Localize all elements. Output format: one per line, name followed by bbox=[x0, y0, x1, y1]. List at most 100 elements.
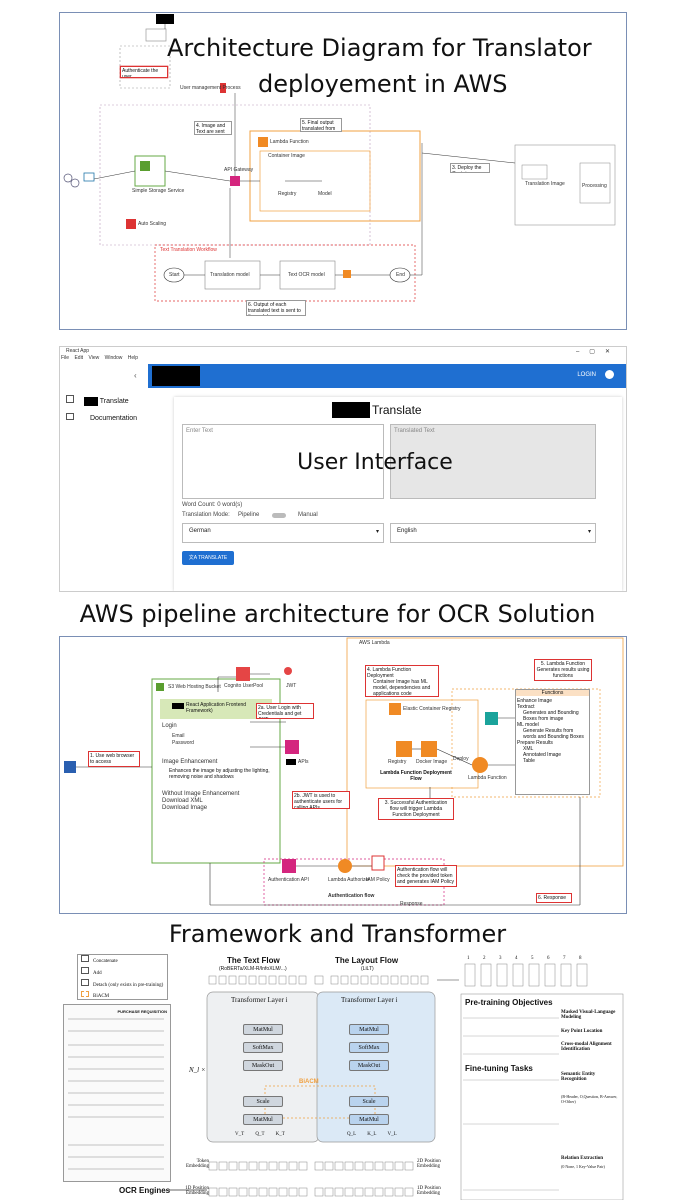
text-softmax: SoftMax bbox=[243, 1042, 283, 1053]
pos1d-label: 1D Position Embedding bbox=[185, 1186, 209, 1196]
objective-2: Key Point Location bbox=[561, 1029, 603, 1034]
account-icon[interactable] bbox=[605, 370, 614, 379]
menu-view[interactable]: View bbox=[88, 355, 100, 361]
translated-text-label: Translated Text bbox=[394, 428, 435, 434]
menu-edit[interactable]: Edit bbox=[74, 355, 84, 361]
auth-flow-label: Authentication flow bbox=[328, 893, 375, 899]
num-1: 1 bbox=[467, 956, 470, 961]
step6-box: 6. Response bbox=[536, 893, 572, 903]
ml-model-desc: Generate Results from words and Bounding… bbox=[523, 728, 584, 740]
menu-help[interactable]: Help bbox=[127, 355, 139, 361]
nl-label: N_l × bbox=[189, 1066, 206, 1074]
registry-label: Registry bbox=[388, 759, 407, 765]
redacted-api-name bbox=[286, 759, 296, 765]
end-label: End bbox=[396, 272, 405, 278]
mode-pipeline: Pipeline bbox=[238, 512, 260, 518]
menu-window[interactable]: Window bbox=[104, 355, 123, 361]
redacted-title bbox=[332, 402, 370, 418]
kl: K_L bbox=[367, 1132, 377, 1137]
jwt-key-icon bbox=[284, 667, 292, 675]
prep-table: Table bbox=[523, 758, 535, 764]
translate-button-label: TRANSLATE bbox=[198, 555, 228, 561]
legend-concat-icon bbox=[81, 955, 89, 962]
mode-label: Translation Mode: bbox=[182, 512, 230, 518]
layout-flow-title: The Layout Flow bbox=[335, 956, 399, 965]
window-title: React App bbox=[66, 348, 90, 354]
layout-matmul-top: MatMul bbox=[349, 1024, 389, 1035]
task-2-note: (0 None, 1 Key-Value Pair) bbox=[561, 1164, 605, 1169]
num-6: 6 bbox=[547, 956, 550, 961]
translation-image-label: Translation Image bbox=[525, 181, 565, 187]
vt: V_T bbox=[235, 1132, 245, 1137]
ui-screenshot-panel: React App File Edit View Window Help –▢✕… bbox=[59, 346, 627, 592]
legend-detach-icon bbox=[81, 979, 89, 986]
pos1d-right-label: 1D Position Embedding bbox=[417, 1186, 441, 1196]
doc-title: PURCHASE REQUISITION bbox=[117, 1009, 167, 1014]
step1-text: 1. Use web browser to access bbox=[90, 753, 135, 765]
login-button[interactable]: LOGIN bbox=[577, 372, 596, 378]
iam-policy-label: IAM Policy bbox=[366, 877, 390, 883]
collapse-chevron-icon[interactable]: ‹ bbox=[134, 371, 137, 380]
finetune-title: Fine-tuning Tasks bbox=[465, 1064, 533, 1073]
enter-text-area[interactable]: Enter Text bbox=[182, 424, 384, 499]
response-label: Response bbox=[400, 901, 423, 907]
step2b-box: 2b. JWT is used to authenticate users fo… bbox=[292, 791, 350, 809]
aws-lambda-label: AWS Lambda bbox=[359, 640, 390, 646]
auto-scaling-label: Auto Scaling bbox=[138, 221, 167, 227]
step4-box: 4. Lambda Function Deployment Container … bbox=[365, 665, 439, 697]
p4-heading: Framework and Transformer bbox=[168, 920, 507, 948]
num-4: 4 bbox=[515, 956, 518, 961]
target-language-select[interactable]: English ▾ bbox=[390, 523, 596, 543]
user-mgmt-label: User management Process bbox=[180, 85, 241, 91]
layers-icon bbox=[66, 413, 74, 420]
objective-3: Cross-modal Alignment Identification bbox=[561, 1042, 612, 1052]
legend-concat: Concatenate bbox=[93, 959, 118, 964]
num-5: 5 bbox=[531, 956, 534, 961]
react-app-header: React Application Frontend Framework) bbox=[160, 699, 272, 719]
mode-manual: Manual bbox=[298, 512, 318, 518]
sidebar-item-translate[interactable]: Translate bbox=[66, 395, 129, 406]
menu-file[interactable]: File bbox=[61, 355, 70, 361]
step2a-box: 2a. User Login with Credentials and get … bbox=[256, 703, 314, 719]
task-1-note: (B-Header, O,Question, B-Answer, O-Other… bbox=[561, 1094, 618, 1104]
layout-layer-title: Transformer Layer i bbox=[341, 996, 398, 1004]
download-xml-label: Download XML bbox=[162, 798, 203, 804]
mode-toggle[interactable] bbox=[272, 513, 286, 518]
text-maskout: MaskOut bbox=[243, 1060, 283, 1071]
chevron-down-icon: ▾ bbox=[375, 529, 379, 535]
source-language-select[interactable]: German ▾ bbox=[182, 523, 384, 543]
redacted-logo bbox=[152, 366, 200, 386]
image-enh-desc: Enhances the image by adjusting the ligh… bbox=[168, 767, 272, 783]
ocr-model-label: Text OCR model bbox=[288, 272, 325, 278]
task-1: Semantic Entity Recognition bbox=[561, 1072, 596, 1082]
enter-text-label: Enter Text bbox=[186, 428, 213, 434]
document-image: PURCHASE REQUISITION bbox=[63, 1004, 171, 1182]
registry-label: Registry bbox=[278, 191, 297, 197]
pos2d-label: 2D Position Embedding bbox=[417, 1159, 441, 1169]
processing-label: Processing bbox=[582, 183, 607, 189]
layout-vqk: Q_L K_L V_L bbox=[347, 1132, 397, 1137]
enhance-image-item: Enhance Image bbox=[517, 698, 553, 704]
sidebar-translate-label: Translate bbox=[99, 398, 129, 405]
output-tokens bbox=[169, 963, 624, 1200]
api-gateway-label: API Gateway bbox=[224, 167, 254, 173]
pretrain-title: Pre-training Objectives bbox=[465, 998, 553, 1007]
auth-api-label: Authentication API bbox=[268, 877, 309, 883]
start-label: Start bbox=[169, 272, 180, 278]
textract-desc: Generates and Bounding Boxes from image bbox=[523, 710, 579, 722]
num-2: 2 bbox=[483, 956, 486, 961]
legend: Concatenate Add Detach (only exists in p… bbox=[77, 954, 168, 1000]
sidebar-item-documentation[interactable]: Documentation bbox=[66, 413, 137, 422]
ml-model-item: ML model bbox=[517, 722, 539, 728]
step5-box: 5. Lambda Function Generates results usi… bbox=[534, 659, 592, 681]
deploy-label: Deploy bbox=[453, 756, 469, 762]
textract-item: Textract bbox=[517, 704, 535, 710]
step1-box: 1. Use web browser to access bbox=[88, 751, 140, 767]
source-lang-value: German bbox=[189, 528, 211, 534]
layout-scale: Scale bbox=[349, 1096, 389, 1107]
window-controls[interactable]: –▢✕ bbox=[575, 349, 620, 355]
legend-detach: Detach (only exists in pre-training) bbox=[93, 983, 164, 988]
translate-button[interactable]: 文A TRANSLATE bbox=[182, 551, 234, 565]
functions-box: Functions Enhance Image Textract Generat… bbox=[515, 689, 590, 795]
jwt-label: JWT bbox=[286, 683, 297, 689]
